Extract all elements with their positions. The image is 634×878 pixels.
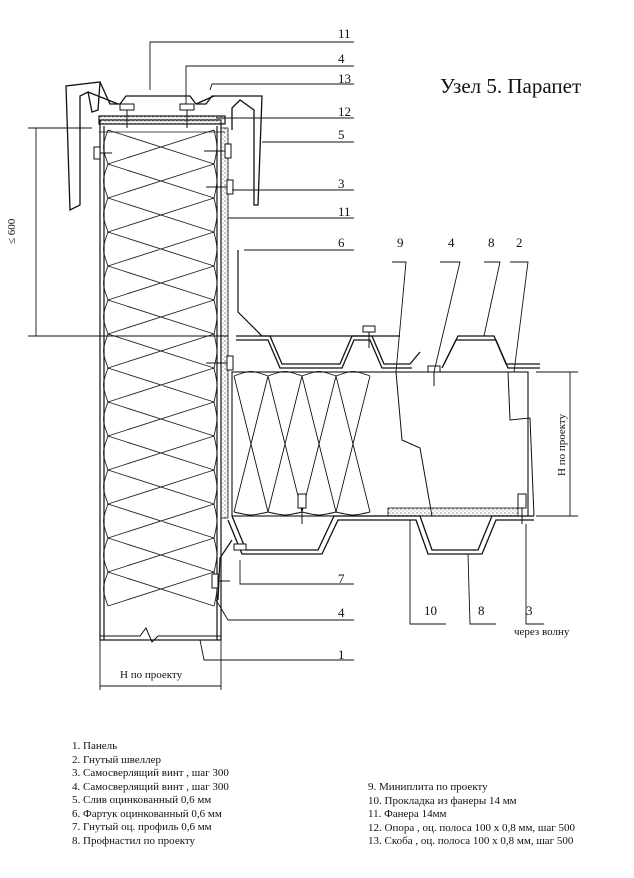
dimension-height-right: Н по проекту [556, 413, 568, 476]
screw-3 [206, 179, 234, 195]
legend-item: 6. Фартук оцинкованный 0,6 мм [72, 807, 222, 820]
screw-2 [204, 143, 232, 159]
legend-left: 1. Панель 2. Гнутый швеллер 3. Самосверл… [72, 740, 229, 848]
legend-item: 1. Панель [72, 740, 118, 752]
plywood-strip [220, 127, 229, 519]
dimension-height-left: Н по проекту [120, 669, 183, 681]
screw-9 [233, 543, 247, 551]
callout-3-bottom: 3 [526, 603, 533, 618]
callout-12: 12 [338, 104, 351, 119]
screw-6 [427, 365, 441, 386]
through-wave-note: через волну [514, 626, 570, 638]
dimension-lines [28, 127, 578, 690]
callout-1: 1 [338, 647, 345, 662]
callout-9: 9 [397, 235, 404, 250]
top-channel [98, 115, 226, 133]
callout-4-bottom: 4 [338, 605, 345, 620]
screws [93, 103, 527, 589]
screw-5 [362, 325, 376, 348]
callout-5: 5 [338, 127, 345, 142]
callout-2: 2 [516, 235, 523, 250]
apron-flashing [237, 250, 400, 337]
diagram-title: Узел 5. Парапет [440, 74, 582, 98]
legend-item: 7. Гнутый оц. профиль 0,6 мм [72, 821, 212, 833]
screw-7 [297, 493, 307, 524]
legend-item: 9. Миниплита по проекту [368, 781, 488, 793]
callout-13: 13 [338, 71, 351, 86]
screw-4 [206, 355, 234, 371]
legend-item: 3. Самосверлящий винт , шаг 300 [72, 767, 229, 779]
roof-profiled-sheet-bottom [227, 515, 534, 555]
callout-3-wall: 3 [338, 176, 345, 191]
legend-item: 5. Слив оцинкованный 0,6 мм [72, 794, 212, 806]
callout-4-roof: 4 [448, 235, 455, 250]
callout-11-mid: 11 [338, 204, 351, 219]
legend-item: 4. Самосверлящий винт , шаг 300 [72, 780, 229, 793]
screw-cap-right [179, 103, 195, 128]
roof-insulation-block [231, 371, 529, 517]
roof-profiled-sheet-top [236, 335, 540, 369]
callout-4-top: 4 [338, 51, 345, 66]
screw-1 [93, 146, 112, 160]
legend-item: 10. Прокладка из фанеры 14 мм [368, 794, 517, 807]
legend-item: 8. Профнастил по проекту [72, 834, 196, 847]
screw-10 [211, 573, 230, 589]
callout-8-top: 8 [488, 235, 495, 250]
callout-8-bottom: 8 [478, 603, 485, 618]
callout-11-top: 11 [338, 26, 351, 41]
legend-item: 2. Гнутый швеллер [72, 753, 162, 766]
callout-10: 10 [424, 603, 437, 618]
parapet-cap-flashing [65, 81, 263, 212]
callout-6: 6 [338, 235, 345, 250]
legend-item: 13. Скоба , оц. полоса 100 х 0,8 мм, шаг… [368, 835, 574, 847]
dimension-spacing-label: ≤ 600 [6, 218, 18, 244]
bent-profile [217, 539, 233, 601]
leader-lines [149, 41, 544, 661]
wall-panel [99, 119, 222, 641]
legend-item: 12. Опора , оц. полоса 100 х 0,8 мм, шаг… [368, 821, 576, 834]
legend-right: 9. Миниплита по проекту 10. Прокладка из… [368, 781, 575, 849]
screw-8 [517, 493, 527, 524]
plywood-pad [387, 507, 519, 517]
break-lines [100, 371, 535, 643]
callout-7: 7 [338, 571, 345, 586]
screw-cap-left [119, 103, 135, 128]
wall-insulation [103, 129, 218, 607]
legend-item: 11. Фанера 14мм [368, 808, 447, 820]
